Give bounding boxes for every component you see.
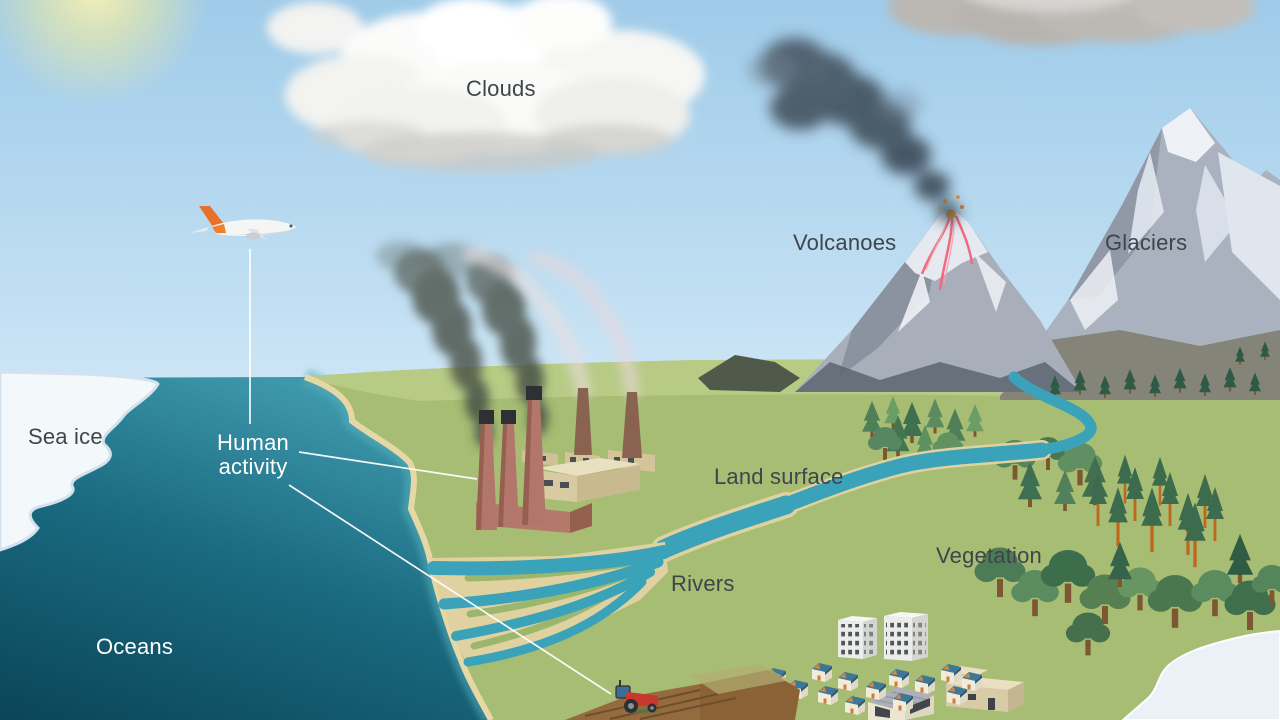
factory-smoke-light [462, 246, 640, 400]
airplane-icon [190, 206, 297, 241]
volcano-smoke [748, 38, 960, 222]
glacier-mountains [1000, 108, 1280, 400]
label-glaciers: Glaciers [1105, 230, 1188, 255]
apartment-block [884, 612, 928, 661]
cloud-main [267, 0, 705, 172]
apartment-block [838, 616, 877, 659]
label-rivers: Rivers [671, 571, 735, 596]
river-delta [427, 542, 671, 667]
cloud-gray [888, 0, 1255, 46]
farm-fields [565, 664, 800, 720]
label-human-activity: Human activity [217, 430, 289, 479]
label-vegetation: Vegetation [936, 543, 1042, 568]
sea-ice [0, 370, 160, 552]
volcano [795, 195, 1082, 392]
label-sea-ice: Sea ice [28, 424, 103, 449]
foothill-dark [698, 355, 800, 392]
label-land-surface: Land surface [714, 464, 844, 489]
tractor [615, 680, 658, 714]
ice-corner [1121, 629, 1280, 720]
label-volcanoes: Volcanoes [793, 230, 897, 255]
pointer-line-tractor [288, 484, 612, 695]
label-clouds: Clouds [466, 76, 536, 101]
label-oceans: Oceans [96, 634, 174, 659]
sun-icon [0, 0, 210, 105]
river [651, 371, 1097, 562]
pointer-line-factory [298, 451, 478, 480]
factory [376, 241, 655, 533]
city [766, 612, 1024, 720]
